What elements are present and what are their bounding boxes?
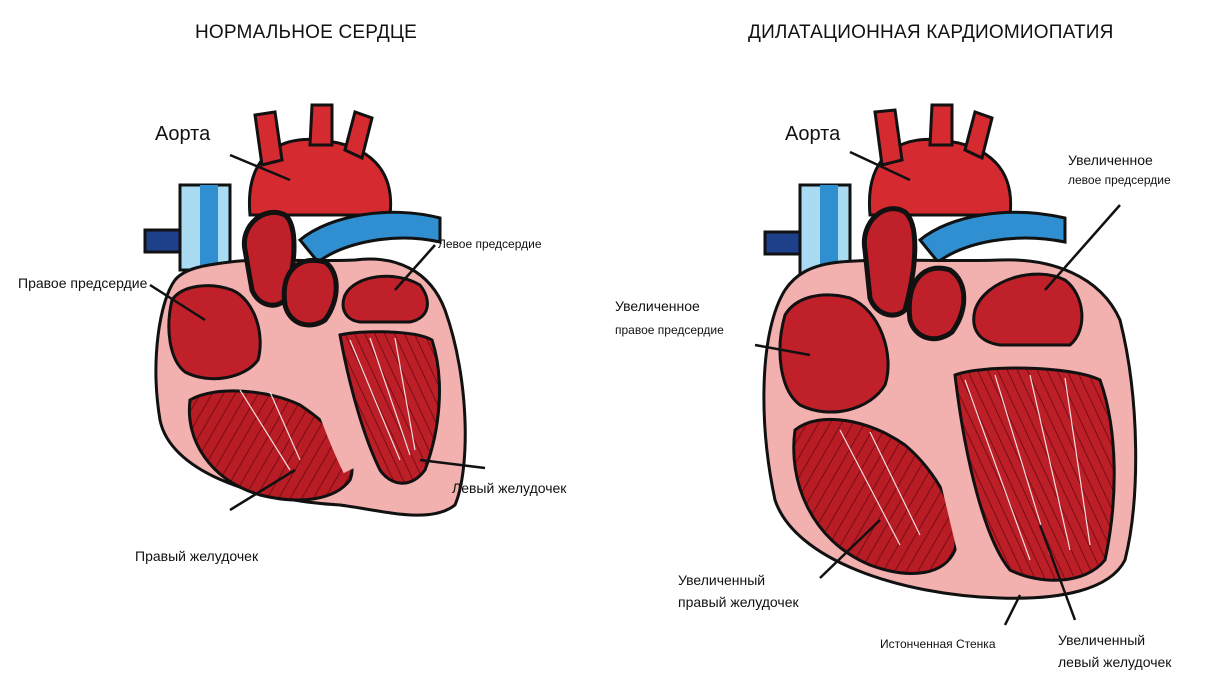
normal-heart-title: НОРМАЛЬНОЕ СЕРДЦЕ xyxy=(195,22,417,44)
normal-vena-cava xyxy=(145,185,230,270)
enlarged-left-atrium-line1: Увеличенное xyxy=(1068,152,1171,168)
normal-left-atrium-label: Левое предсердие xyxy=(438,238,542,252)
enlarged-right-atrium-line1: Увеличенное xyxy=(615,298,724,314)
normal-right-atrium-label: Правое предсердие xyxy=(18,275,147,291)
enlarged-left-ventricle-label: Увеличенный левый желудочек xyxy=(1058,632,1171,670)
enlarged-right-atrium-line2: правое предсердие xyxy=(615,324,724,338)
normal-left-atrium xyxy=(343,276,427,322)
dilated-aorta-label: Аорта xyxy=(785,123,840,146)
normal-pulmonary-vessel xyxy=(300,212,440,262)
normal-right-ventricle-label: Правый желудочек xyxy=(135,548,258,564)
dilated-pulmonary-vessel xyxy=(920,212,1065,262)
thinned-wall-label: Истонченная Стенка xyxy=(880,638,996,652)
dilated-aorta xyxy=(869,105,1010,215)
normal-aorta-label: Аорта xyxy=(155,123,210,146)
enlarged-right-atrium-label: Увеличенное правое предсердие xyxy=(615,298,724,338)
enlarged-right-ventricle-label: Увеличенный правый желудочек xyxy=(678,572,799,610)
normal-left-ventricle-label: Левый желудочек xyxy=(452,480,566,496)
normal-aorta xyxy=(249,105,390,215)
enlarged-left-ventricle-line1: Увеличенный xyxy=(1058,632,1171,648)
dilated-heart-title: ДИЛАТАЦИОННАЯ КАРДИОМИОПАТИЯ xyxy=(748,22,1114,44)
enlarged-right-ventricle-line2: правый желудочек xyxy=(678,594,799,610)
enlarged-left-atrium-line2: левое предсердие xyxy=(1068,174,1171,188)
enlarged-left-atrium-label: Увеличенное левое предсердие xyxy=(1068,152,1171,188)
normal-heart-illustration xyxy=(145,105,485,515)
normal-right-atrium xyxy=(169,286,260,379)
enlarged-left-ventricle-line2: левый желудочек xyxy=(1058,654,1171,670)
enlarged-right-ventricle-line1: Увеличенный xyxy=(678,572,799,588)
